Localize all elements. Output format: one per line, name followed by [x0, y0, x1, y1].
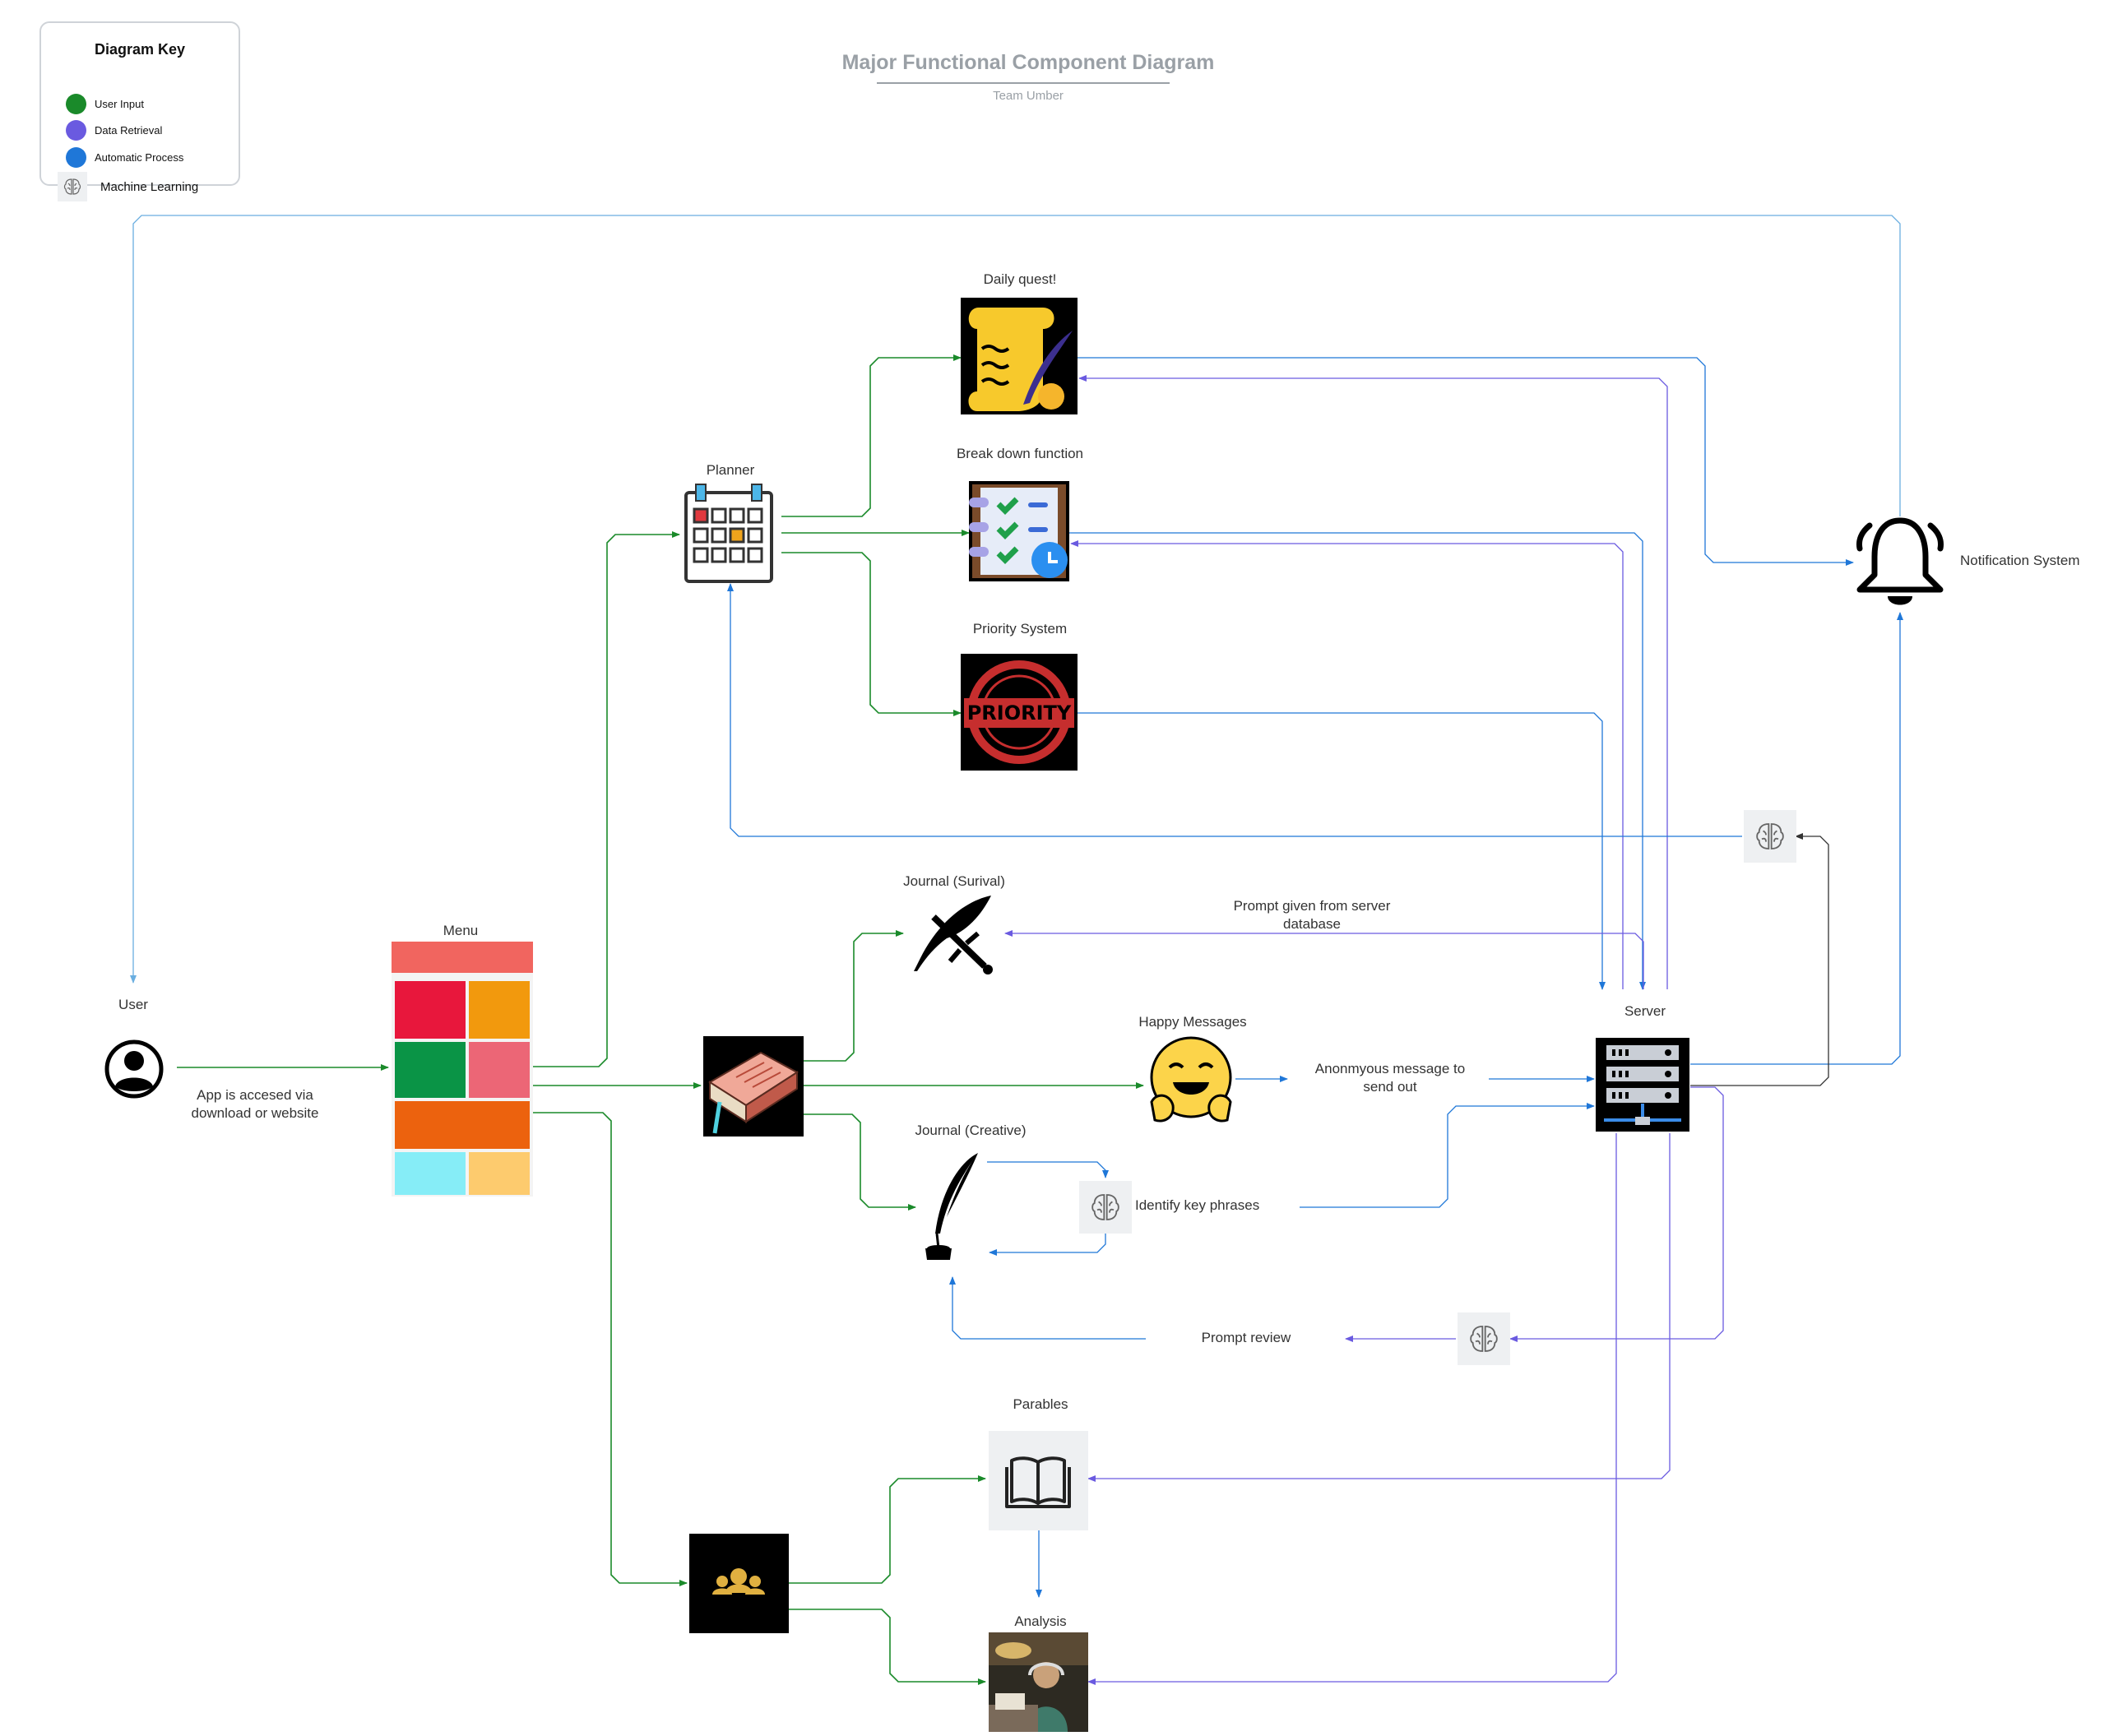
bell-icon[interactable] — [1855, 514, 1945, 617]
happy-messages-label: Happy Messages — [1138, 1014, 1247, 1030]
app-access-line1: App is accesed via — [197, 1087, 313, 1103]
legend-label: Data Retrieval — [95, 124, 163, 137]
brain-group-icon[interactable] — [689, 1534, 789, 1637]
anon-message-line2: send out — [1363, 1079, 1417, 1095]
open-book-icon[interactable] — [989, 1431, 1088, 1530]
brain-icon — [58, 172, 87, 201]
journal-book-icon[interactable] — [703, 1036, 804, 1141]
feather-sword-icon[interactable] — [909, 892, 999, 979]
edge-server-parables — [1087, 1133, 1671, 1482]
diagram-key-title: Diagram Key — [94, 41, 186, 58]
edge-breakdown-server — [1069, 532, 1646, 990]
page-title: Major Functional Component Diagram — [841, 51, 1215, 74]
daily-quest-label: Daily quest! — [983, 271, 1057, 287]
break-down-label: Break down function — [956, 446, 1084, 461]
scroll-quill-icon[interactable] — [961, 298, 1078, 419]
brain-icon — [1744, 810, 1796, 863]
edge-journal-creative — [803, 1113, 916, 1211]
checklist-icon[interactable] — [969, 481, 1069, 586]
legend-label: Machine Learning — [100, 179, 199, 194]
journal-creative-label: Journal (Creative) — [915, 1123, 1027, 1138]
page-subtitle: Team Umber — [993, 89, 1064, 103]
anon-message-line1: Anonmyous message to — [1314, 1061, 1466, 1076]
legend-machine-learning: Machine Learning — [58, 172, 198, 201]
edge-planner-priority — [781, 552, 962, 716]
edge-planner-quest — [781, 354, 962, 517]
edge-priority-server — [1078, 712, 1606, 990]
server-label: Server — [1624, 1003, 1666, 1019]
diagram-key: Diagram Key User Input Data Retrieval Au… — [39, 21, 240, 201]
legend-automatic-process: Automatic Process — [66, 147, 183, 168]
edge-brains-analysis — [788, 1609, 986, 1685]
hugging-face-icon[interactable] — [1145, 1035, 1237, 1131]
edge-server-analysis — [1087, 1133, 1617, 1685]
edge-phrases-creative — [989, 1234, 1106, 1256]
legend-label: Automatic Process — [95, 151, 184, 164]
edge-menu-brains — [533, 1112, 688, 1586]
prompt-server-line1: Prompt given from server — [1233, 898, 1391, 914]
app-access-line2: download or website — [191, 1105, 319, 1121]
planner-label: Planner — [706, 462, 755, 478]
legend-label: User Input — [95, 98, 144, 110]
menu-label: Menu — [443, 923, 479, 938]
prompt-review-label: Prompt review — [1201, 1330, 1291, 1345]
journal-survival-label: Journal (Surival) — [903, 873, 1005, 889]
edge-menu-planner — [533, 531, 680, 1067]
notification-label: Notification System — [1960, 553, 2080, 568]
analysis-label: Analysis — [1014, 1613, 1067, 1629]
edge-server-review — [1509, 1086, 1724, 1342]
priority-label: Priority System — [972, 621, 1068, 637]
edge-ml-planner — [727, 583, 1742, 837]
phone-menu-icon[interactable] — [392, 942, 533, 1201]
edge-journal-survival — [803, 930, 904, 1062]
edge-quest-notify — [1078, 357, 1854, 566]
user-icon — [97, 1032, 171, 1110]
key-phrases-label: Identify key phrases — [1135, 1197, 1260, 1213]
edge-server-notify — [1690, 612, 1903, 1065]
edge-server-quest — [1078, 375, 1668, 989]
quill-ink-icon[interactable] — [917, 1151, 983, 1266]
green-dot-icon — [66, 94, 86, 114]
title-underline — [877, 82, 1170, 84]
edge-server-ml — [1690, 833, 1829, 1086]
legend-user-input: User Input — [66, 94, 144, 114]
priority-stamp-icon[interactable]: PRIORITY — [961, 654, 1078, 775]
edge-notify-user — [130, 215, 1901, 984]
legend-data-retrieval: Data Retrieval — [66, 120, 162, 141]
edge-phrases-server — [1300, 1103, 1595, 1208]
user-label: User — [118, 997, 148, 1012]
parables-label: Parables — [1013, 1396, 1068, 1412]
edge-brains-parables — [788, 1475, 986, 1584]
calendar-icon[interactable] — [683, 481, 775, 589]
purple-dot-icon — [66, 120, 86, 141]
edge-server-breakdown — [1070, 540, 1624, 989]
prompt-server-line2: database — [1283, 916, 1341, 932]
priority-stamp-text: PRIORITY — [967, 701, 1072, 724]
edge-creative-phrases — [987, 1161, 1109, 1178]
analysis-photo-icon[interactable] — [989, 1632, 1088, 1736]
edge-review-creative — [949, 1276, 1146, 1340]
edge-server-survival — [1004, 930, 1644, 989]
blue-dot-icon — [66, 147, 86, 168]
brain-icon — [1079, 1181, 1132, 1234]
brain-icon — [1458, 1312, 1510, 1365]
server-rack-icon[interactable] — [1596, 1038, 1689, 1136]
